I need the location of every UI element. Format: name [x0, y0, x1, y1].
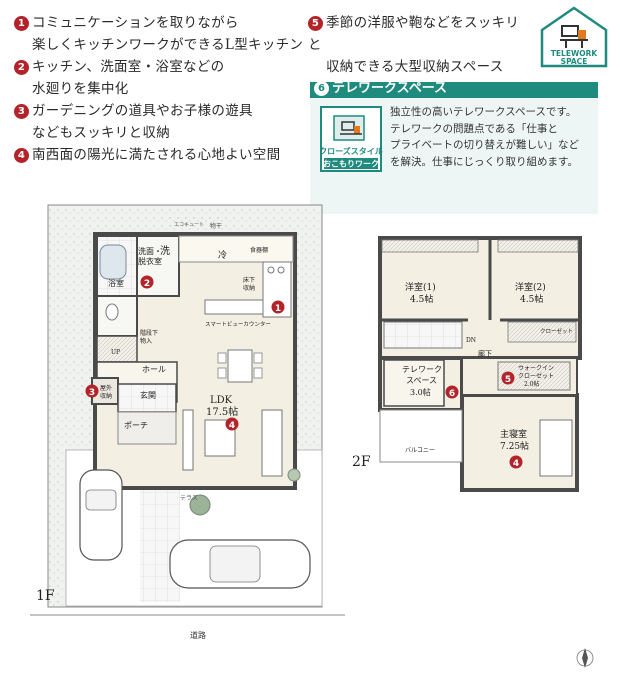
- style-line1: クローズスタイル: [319, 146, 383, 156]
- balcony-label: バルコニー: [405, 447, 435, 454]
- telework-text-line: 独立性の高いテレワークスペースです。: [390, 106, 577, 118]
- room-under-stair-2: 物入: [140, 337, 152, 345]
- feature-text: キッチン、洗面室・浴室などの: [32, 59, 225, 75]
- marker-badge: 3: [14, 104, 29, 119]
- stair-dn-label: DN: [466, 337, 476, 344]
- feature-text: ガーデニングの道具やお子様の遊具: [32, 103, 253, 119]
- marker-5: 5: [505, 375, 511, 385]
- ecocute-label: エコキュート: [174, 222, 204, 228]
- feature-text: などもスッキリと収納: [32, 125, 170, 141]
- room-western1: 洋室(1): [405, 281, 436, 293]
- floor-label-1f: 1F: [36, 588, 55, 604]
- terrace-label: テラス: [180, 495, 198, 502]
- telework-panel: [310, 82, 598, 214]
- compass-icon: [576, 648, 594, 668]
- marker-3: 3: [89, 388, 95, 398]
- room-walkin: ウォークイン: [518, 364, 554, 372]
- room-outdoor-storage-2: 収納: [100, 392, 112, 400]
- feature-text: 楽しくキッチンワークができるL型キッチン: [32, 37, 304, 53]
- close-style-icon: クローズスタイル おこもりワーク: [319, 106, 383, 172]
- telework-title: テレワークスペース: [332, 81, 448, 96]
- marker-4: 4: [229, 421, 235, 431]
- room-entrance: 玄関: [140, 390, 156, 400]
- badge-line2: SPACE: [561, 57, 588, 66]
- feature-text: 水廻りを集中化: [32, 81, 129, 97]
- fridge-label: 冷: [218, 249, 227, 261]
- road-label: 道路: [190, 630, 206, 640]
- room-wash: 洗面・: [138, 246, 162, 256]
- marker-badge: 4: [14, 148, 29, 163]
- marker-badge: 2: [14, 60, 29, 75]
- marker-6: 6: [449, 389, 455, 399]
- stair-up-label: UP: [111, 349, 120, 356]
- room-telework: テレワーク: [402, 365, 442, 374]
- floor-plan-2f: 2F 洋室(1) 4.5帖 洋室(2) 4.5帖 テレワーク スペース 3.0帖…: [352, 236, 582, 492]
- room-western1-size: 4.5帖: [410, 293, 433, 305]
- telework-badge-icon: TELEWORK SPACE: [540, 6, 608, 68]
- floor-plan-1f: 道路: [30, 204, 345, 640]
- room-wash-2: 脱衣室: [138, 256, 162, 266]
- room-hall: ホール: [142, 365, 166, 374]
- telework-description: 独立性の高いテレワークスペースです。 テレワークの問題点である「仕事と プライベ…: [390, 104, 595, 170]
- room-telework-size: 3.0帖: [410, 387, 431, 397]
- room-master: 主寝室: [500, 428, 527, 440]
- floor-label-2f: 2F: [352, 454, 371, 470]
- feature-text: コミュニケーションを取りながら: [32, 15, 239, 31]
- floor-storage-label-2: 収納: [243, 284, 255, 292]
- room-porch: ポーチ: [124, 421, 148, 430]
- feature-text: 季節の洋服や鞄などをスッキリと: [308, 15, 520, 53]
- room-ldk-size: 17.5帖: [206, 405, 238, 418]
- room-western2-size: 4.5帖: [520, 293, 543, 305]
- marker-badge: 5: [308, 16, 323, 31]
- plan-markers: 1 2 3 4 4 5 6: [85, 275, 523, 469]
- marker-1: 1: [275, 304, 281, 314]
- food-label: 食器棚: [250, 246, 268, 254]
- marker-2: 2: [144, 279, 150, 289]
- marker-4-2f: 4: [513, 459, 519, 469]
- counter-label: スマートビューカウンター: [205, 320, 271, 328]
- telework-text-line: を解決。仕事にじっくり取り組めます。: [390, 155, 578, 168]
- room-bath: 浴室: [108, 278, 124, 288]
- feature-text: 南西面の陽光に満たされる心地よい空間: [32, 147, 281, 163]
- telework-text-line: プライベートの切り替えが難しい」など: [390, 139, 579, 151]
- room-walkin-size: 2.0帖: [524, 380, 540, 388]
- room-telework-2: スペース: [406, 376, 437, 385]
- room-under-stair: 階段下: [140, 329, 158, 337]
- room-ldk: LDK: [210, 395, 233, 406]
- room-master-size: 7.25帖: [500, 440, 529, 452]
- room-western2: 洋室(2): [515, 281, 546, 293]
- closet-label: クローゼット: [540, 327, 573, 335]
- feature-text: 収納できる大型収納スペース: [326, 59, 504, 75]
- marker-badge: 1: [14, 16, 29, 31]
- style-line2: おこもりワーク: [323, 159, 379, 169]
- wall-label: 物干: [210, 222, 222, 230]
- marker-badge: 6: [314, 81, 329, 96]
- hall-label: 廊下: [478, 349, 492, 358]
- telework-text-line: テレワークの問題点である「仕事と: [390, 122, 558, 135]
- floor-storage-label: 床下: [243, 276, 255, 284]
- room-outdoor-storage: 屋外: [100, 384, 112, 392]
- room-senmen: 洗: [160, 245, 170, 257]
- badge-line1: TELEWORK: [551, 49, 599, 58]
- room-walkin-2: クローゼット: [518, 372, 554, 380]
